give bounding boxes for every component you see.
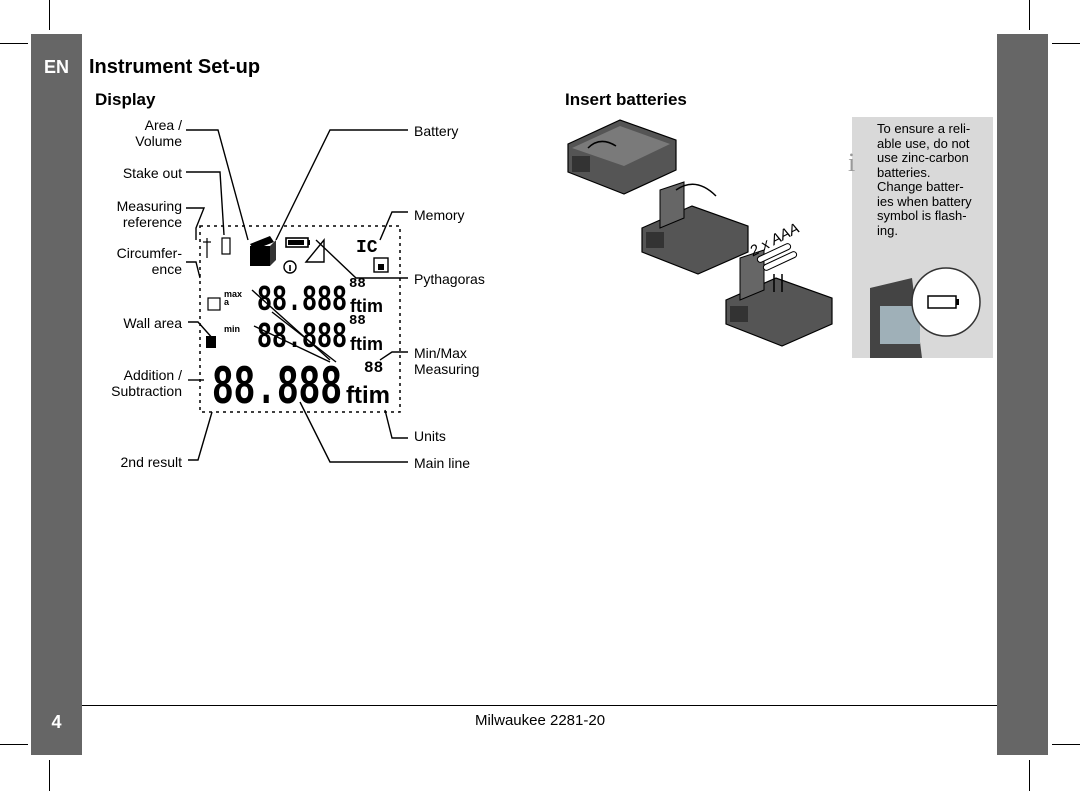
max-indicator: max bbox=[224, 289, 242, 299]
second-result-label: 2nd result bbox=[120, 454, 182, 470]
stake-out-label: Stake out bbox=[122, 165, 182, 181]
memory-icon bbox=[373, 257, 389, 273]
lcd-main-line-digits: 88.888 bbox=[212, 356, 342, 420]
wall-area-label: Wall area bbox=[123, 315, 182, 331]
min-max-label: Min/Max Measuring bbox=[414, 345, 480, 377]
crop-mark bbox=[49, 0, 50, 30]
footer-rule bbox=[82, 705, 997, 706]
a-indicator: a bbox=[224, 297, 230, 307]
right-sidebar-band bbox=[997, 34, 1048, 755]
language-tag: EN bbox=[43, 57, 69, 77]
measuring-reference-label: Measuring reference bbox=[116, 198, 182, 230]
area-volume-label: Area / Volume bbox=[135, 117, 182, 149]
info-text: To ensure a reli- able use, do not use z… bbox=[877, 121, 972, 238]
info-panel bbox=[852, 117, 993, 258]
lcd-frame bbox=[199, 225, 401, 413]
crop-mark bbox=[0, 744, 28, 745]
lcd-line-2-small: 88 bbox=[349, 313, 366, 329]
footer-model: Milwaukee 2281-20 bbox=[474, 712, 606, 729]
crop-mark bbox=[1052, 43, 1080, 44]
battery-icon bbox=[285, 237, 310, 248]
lcd-line-2-digits: 88.888 bbox=[257, 317, 347, 358]
crop-mark bbox=[1029, 0, 1030, 30]
insert-batteries-heading: Insert batteries bbox=[565, 90, 687, 109]
crop-mark bbox=[0, 43, 28, 44]
page-title: Instrument Set-up bbox=[89, 56, 261, 78]
min-indicator: min bbox=[224, 324, 240, 334]
stake-out-icon bbox=[203, 237, 231, 258]
display-heading: Display bbox=[95, 90, 156, 109]
lcd-main-unit: ftim bbox=[346, 382, 390, 409]
counter-icon: IC bbox=[356, 238, 378, 258]
units-label: Units bbox=[414, 428, 446, 444]
lcd-line-2-unit: ftim bbox=[350, 334, 383, 354]
lcd-main-small: 88 bbox=[364, 359, 383, 377]
svg-text:IC: IC bbox=[356, 238, 378, 258]
crop-mark bbox=[49, 760, 50, 791]
page-number: 4 bbox=[51, 712, 62, 732]
main-line-label: Main line bbox=[414, 455, 471, 471]
leader-lines bbox=[186, 129, 408, 463]
info-i-icon: i bbox=[848, 148, 856, 177]
battery-warning-illustration bbox=[870, 267, 981, 358]
lcd-line-1-small: 88 bbox=[349, 276, 366, 292]
circumference-label: Circumfer- ence bbox=[116, 245, 182, 277]
pythagoras-icon bbox=[304, 238, 325, 263]
info-circle-icon bbox=[283, 260, 297, 274]
wall-area-icon bbox=[206, 336, 216, 348]
volume-cube-icon bbox=[250, 236, 276, 266]
device-illustration-batteries bbox=[725, 243, 833, 347]
circumference-icon bbox=[207, 297, 221, 311]
lcd-line-1-unit: ftim bbox=[350, 296, 383, 316]
crop-mark bbox=[1052, 744, 1080, 745]
lcd-line-1-digits: 88.888 bbox=[257, 280, 347, 321]
battery-symbol-icon bbox=[927, 295, 959, 309]
battery-label: Battery bbox=[414, 123, 459, 139]
addition-subtraction-label: Addition / Subtraction bbox=[111, 367, 182, 399]
left-sidebar-band bbox=[31, 34, 82, 755]
crop-mark bbox=[1029, 760, 1030, 791]
pythagoras-label: Pythagoras bbox=[414, 271, 485, 287]
device-illustration-open bbox=[641, 181, 749, 275]
device-illustration-closed bbox=[567, 119, 677, 195]
memory-label: Memory bbox=[414, 207, 465, 223]
